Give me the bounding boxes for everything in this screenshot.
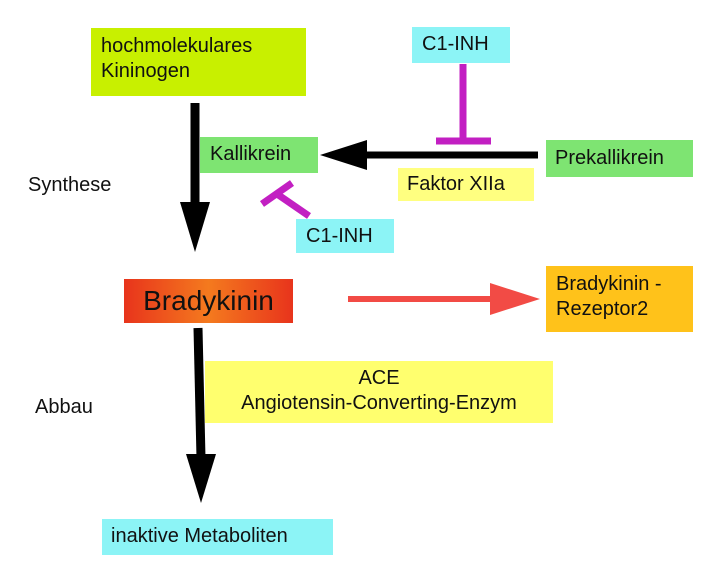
node-hochmolekulares-kininogen: hochmolekulares Kininogen (91, 28, 306, 96)
label-synthese: Synthese (28, 174, 112, 196)
node-kallikrein: Kallikrein (200, 137, 318, 173)
label-abbau: Abbau (35, 396, 93, 418)
inhibitor-c1inh-mid-bar (259, 180, 295, 207)
node-c1-inh-top: C1-INH (412, 27, 510, 63)
arrow-bradykinin-to-metaboliten-shaft (193, 327, 206, 459)
node-hmk-line-1: hochmolekulares (101, 35, 253, 57)
node-ace-line-2: Angiotensin-Converting-Enzym (241, 392, 517, 414)
node-ace-line-1: ACE (358, 367, 400, 389)
node-bradykinin-rezeptor2: Bradykinin - Rezeptor2 (546, 266, 693, 332)
arrow-hmk-to-bradykinin-head (180, 202, 210, 252)
node-rezeptor-line-1: Bradykinin - (556, 273, 662, 295)
node-inaktive-metaboliten: inaktive Metaboliten (102, 519, 333, 555)
node-hmk-line-2: Kininogen (101, 60, 190, 82)
arrow-bradykinin-to-metaboliten-head (186, 454, 216, 503)
node-rezeptor-line-2: Rezeptor2 (556, 298, 649, 320)
node-c1-inh-middle: C1-INH (296, 219, 394, 253)
arrow-bradykinin-to-rezeptor-head (490, 283, 540, 315)
arrow-prekallikrein-to-kallikrein-head (320, 140, 367, 170)
node-faktor-xiia: Faktor XIIa (398, 168, 534, 201)
node-prekallikrein: Prekallikrein (546, 140, 693, 177)
node-bradykinin: Bradykinin (124, 279, 293, 323)
node-ace: ACE Angiotensin-Converting-Enzym (205, 361, 553, 423)
inhibitor-c1inh-mid-shaft (275, 191, 311, 219)
